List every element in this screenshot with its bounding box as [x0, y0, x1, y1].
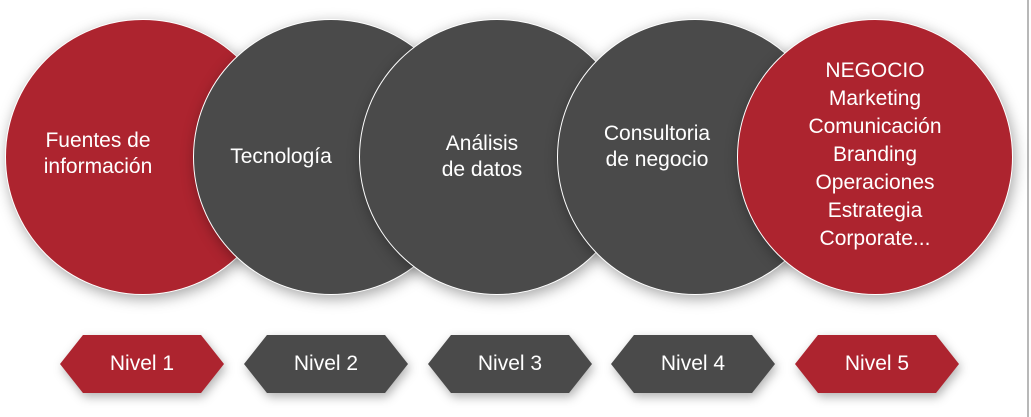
circle-label-line: de datos — [441, 158, 523, 181]
level-badge-4: Nivel 4 — [611, 335, 775, 393]
circle-label-line: Marketing — [828, 87, 922, 110]
level-badge-1: Nivel 1 — [60, 335, 224, 393]
level-label: Nivel 1 — [109, 352, 175, 375]
circle-label-line: NEGOCIO — [825, 59, 925, 82]
circle-label-line: Tecnología — [230, 145, 332, 168]
hexagon-shape — [795, 335, 959, 393]
circle-label-line: Corporate... — [819, 227, 931, 250]
level-label: Nivel 2 — [293, 352, 359, 375]
circle-label-line: Branding — [832, 143, 918, 166]
circle-label-line: Fuentes de — [45, 129, 151, 152]
level-badge-2: Nivel 2 — [244, 335, 408, 393]
level-label: Nivel 5 — [844, 352, 910, 375]
hexagon-shape — [611, 335, 775, 393]
hexagon-shape — [60, 335, 224, 393]
level-badge-3: Nivel 3 — [428, 335, 592, 393]
hexagon-shape — [428, 335, 592, 393]
level-label: Nivel 4 — [660, 352, 726, 375]
circle-label: Consultoria de negocio — [604, 121, 710, 173]
window-edge — [1027, 0, 1029, 417]
level-label: Nivel 3 — [477, 352, 543, 375]
circle-label-line: Análisis — [445, 132, 519, 155]
circle-label-line: de negocio — [605, 148, 709, 171]
circle-label-line: Consultoria — [603, 122, 711, 145]
circle-label: Tecnología — [230, 144, 332, 170]
circle-label-line: Comunicación — [808, 115, 942, 138]
circle-label-line: información — [43, 155, 153, 178]
circle-label-line: Estrategia — [827, 199, 923, 222]
level-badge-5: Nivel 5 — [795, 335, 959, 393]
circle-label: Análisis de datos — [442, 131, 523, 183]
circle-label-line: Operaciones — [815, 171, 935, 194]
circle-label: Fuentes de información — [44, 128, 153, 180]
hexagon-shape — [244, 335, 408, 393]
